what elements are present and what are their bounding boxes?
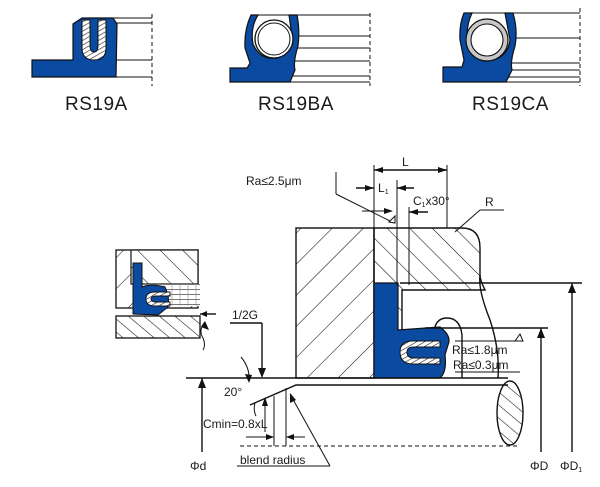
shaft-section — [496, 380, 524, 446]
variant-label: RS19A — [65, 94, 128, 115]
variant-rs19a: RS19A — [31, 14, 153, 115]
coil-spring-icon — [254, 19, 294, 59]
radius-label: R — [485, 195, 494, 209]
lead-in-angle-label: 20° — [224, 385, 242, 399]
pressure-callout: 1/2G — [230, 308, 266, 378]
shaft-lines — [466, 8, 581, 86]
variant-rs19ba: RS19BA — [229, 13, 371, 115]
shaft-chamfer — [249, 384, 508, 406]
roughness-shaft-label: Ra≤0.3μm — [453, 358, 509, 372]
coil-spring-inner — [257, 22, 291, 56]
roughness-callout-top: Ra≤2.5μm — [246, 172, 396, 224]
seal-profile — [31, 17, 118, 78]
chamfer-label: C1x30° — [413, 194, 450, 209]
roughness-bore-label: Ra≤1.8μm — [452, 343, 508, 357]
finger-spring-icon — [399, 340, 441, 365]
shaft-lines — [251, 13, 371, 86]
detail-inset — [115, 249, 216, 351]
installation-drawing — [186, 227, 582, 452]
dim-L-label: L — [402, 155, 409, 169]
roughness-top-label: Ra≤2.5μm — [246, 174, 302, 188]
variant-label: RS19BA — [258, 94, 334, 115]
bore-contour — [479, 274, 500, 379]
housing-left — [295, 227, 375, 379]
diameter-D1-label: ΦD1 — [560, 459, 582, 474]
finger-spring-icon — [81, 19, 107, 61]
chamfer-min-label: Cmin=0.8xL — [203, 417, 268, 431]
variant-label: RS19CA — [472, 94, 549, 115]
pressure-label: 1/2G — [232, 308, 258, 322]
blend-radius-label: blend radius — [240, 453, 305, 467]
length-dimensions: L L1 C1x30° R — [356, 155, 504, 285]
finger-spring-icon — [145, 291, 171, 307]
shaft-section — [115, 315, 201, 339]
roughness-callout-seal: Ra≤1.8μm Ra≤0.3μm — [452, 332, 524, 373]
variant-rs19ca: RS19CA — [442, 8, 581, 115]
diameter-d-label: Φd — [190, 459, 206, 473]
dim-L1-label: L1 — [378, 181, 389, 196]
diameter-D-label: ΦD — [530, 459, 549, 473]
lead-in-callouts: 20° Cmin=0.8xL blend radius — [203, 356, 331, 467]
coil-spring-icon — [470, 23, 504, 57]
